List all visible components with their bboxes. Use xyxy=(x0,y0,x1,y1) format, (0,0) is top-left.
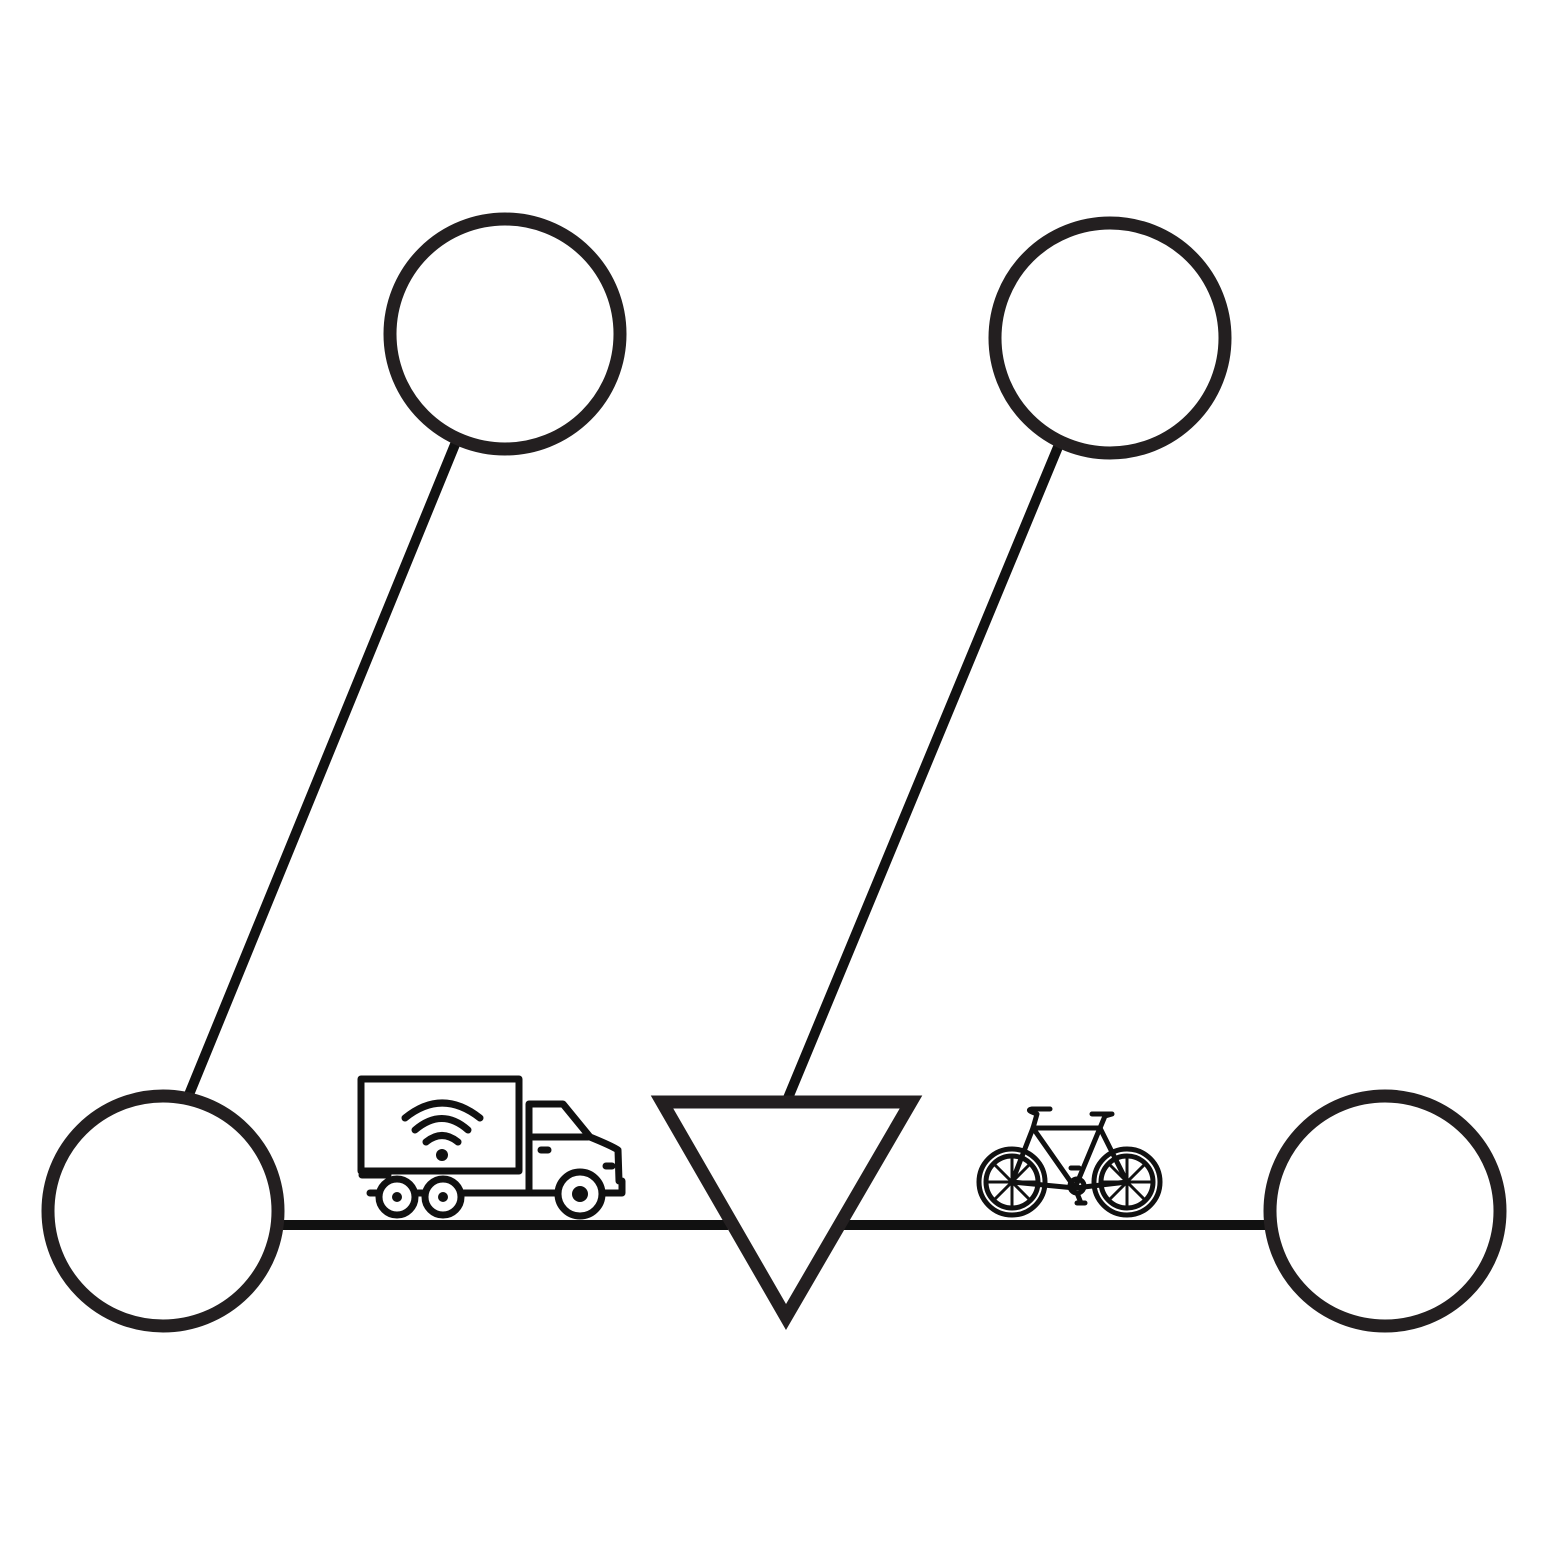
edge-n3-n4 xyxy=(783,445,1063,1100)
edge-n1-n2 xyxy=(183,440,461,1099)
node-circle[interactable] xyxy=(1263,1089,1507,1333)
delivery-truck-icon xyxy=(357,1075,626,1220)
node-inverted-triangle[interactable] xyxy=(650,1095,923,1330)
edges xyxy=(183,440,1266,1230)
node-circle[interactable] xyxy=(383,212,627,456)
nodes xyxy=(41,212,1507,1333)
node-circle[interactable] xyxy=(988,216,1232,460)
node-circle[interactable] xyxy=(41,1089,285,1333)
bicycle-icon xyxy=(976,1106,1163,1218)
